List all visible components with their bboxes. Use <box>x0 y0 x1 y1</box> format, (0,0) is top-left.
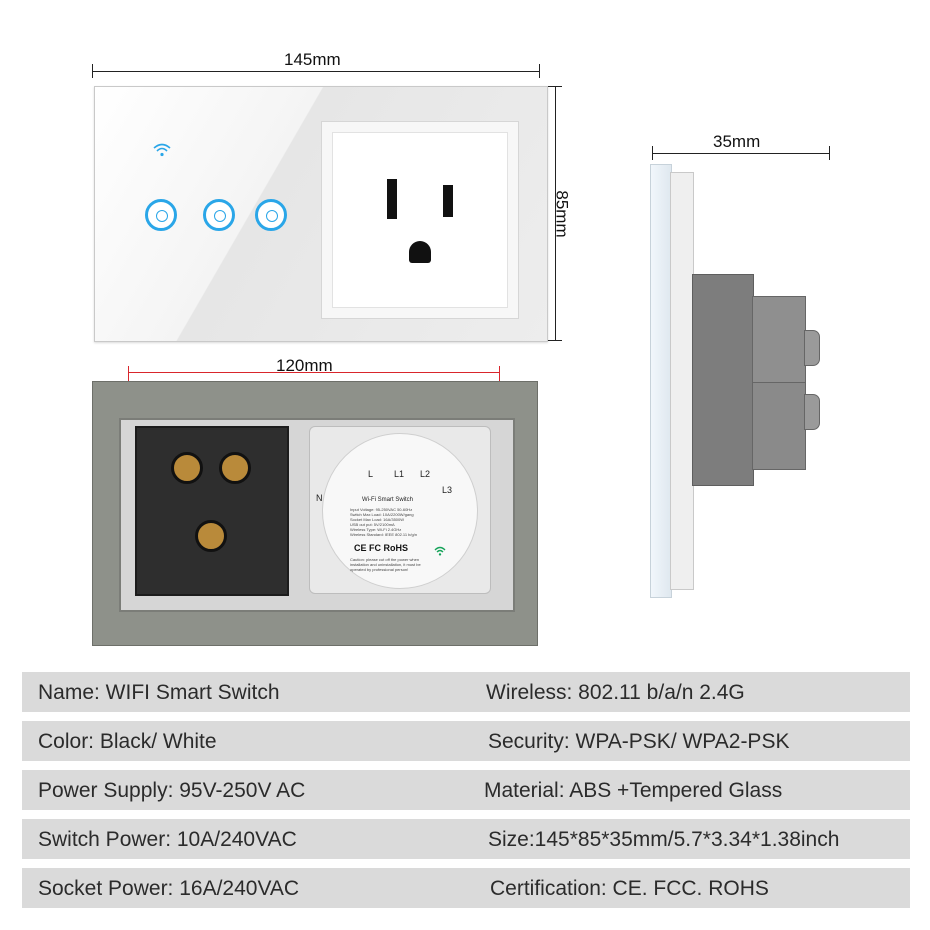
spec-switch-power: Switch Power: 10A/240VAC <box>38 828 297 851</box>
wifi-logo-icon <box>434 543 446 561</box>
spec-name: Name: WIFI Smart Switch <box>38 681 280 704</box>
back-width-label: 120mm <box>276 356 333 375</box>
dimension-tick <box>829 146 830 160</box>
side-knob-lower <box>804 394 820 430</box>
spec-color: Color: Black/ White <box>38 730 217 753</box>
front-glass-panel <box>94 86 548 342</box>
terminal-label-l: L <box>368 469 374 479</box>
spec-size: Size:145*85*35mm/5.7*3.34*1.38inch <box>488 828 840 851</box>
terminal-label-l2: L2 <box>420 469 431 479</box>
dimension-tick <box>548 340 562 341</box>
spec-row: Color: Black/ White Security: WPA-PSK/ W… <box>22 721 910 761</box>
front-height-dimension-line <box>555 86 556 340</box>
us-outlet-icon <box>332 132 508 308</box>
front-height-label: 85mm <box>552 190 572 238</box>
us-outlet <box>321 121 519 319</box>
spec-row: Socket Power: 16A/240VAC Certification: … <box>22 868 910 908</box>
touch-button-3[interactable] <box>255 199 287 231</box>
spec-material: Material: ABS +Tempered Glass <box>484 779 783 802</box>
dimension-tick <box>92 64 93 78</box>
side-body <box>692 274 754 486</box>
outlet-slot-right <box>443 185 453 217</box>
outlet-ground-hole <box>409 241 431 263</box>
terminal-label-l3: L3 <box>442 485 453 495</box>
side-glass <box>650 164 672 598</box>
spec-security: Security: WPA-PSK/ WPA2-PSK <box>488 730 790 753</box>
wifi-icon <box>153 143 171 162</box>
terminal-screw <box>195 520 227 552</box>
switch-label-disc <box>322 433 478 589</box>
spec-row: Name: WIFI Smart Switch Wireless: 802.11… <box>22 672 910 712</box>
spec-row: Power Supply: 95V-250V AC Material: ABS … <box>22 770 910 810</box>
outlet-slot-left <box>387 179 397 219</box>
side-depth-dimension-line <box>652 153 830 154</box>
spec-wireless: Wireless: 802.11 b/a/n 2.4G <box>486 681 745 704</box>
switch-label-specs: Input Voltage: 95-250VAC 50-60Hz Switch … <box>350 507 418 537</box>
spec-row: Switch Power: 10A/240VAC Size:145*85*35m… <box>22 819 910 859</box>
dimension-tick <box>548 86 562 87</box>
switch-module: N L L1 L2 L3 Wi-Fi Smart Switch Input Vo… <box>309 426 491 594</box>
terminal-screw <box>171 452 203 484</box>
side-terminal-block-lower <box>752 382 806 470</box>
terminal-label-n: N <box>316 493 323 503</box>
touch-button-1[interactable] <box>145 199 177 231</box>
caution-text: Caution: please cut off the power when i… <box>350 557 421 572</box>
side-knob-upper <box>804 330 820 366</box>
dimension-tick <box>539 64 540 78</box>
socket-module <box>135 426 289 596</box>
side-depth-label: 35mm <box>713 132 761 151</box>
front-width-label: 145mm <box>284 50 341 69</box>
terminal-screw <box>219 452 251 484</box>
back-inner-frame: N L L1 L2 L3 Wi-Fi Smart Switch Input Vo… <box>119 418 515 612</box>
spec-socket-power: Socket Power: 16A/240VAC <box>38 877 300 900</box>
back-width-dimension-line <box>128 372 500 373</box>
front-width-dimension-line <box>92 71 540 72</box>
cert-marks: CE FC RoHS <box>354 543 408 553</box>
side-plate <box>670 172 694 590</box>
terminal-label-l1: L1 <box>394 469 405 479</box>
dimension-tick <box>652 146 653 160</box>
switch-label-title: Wi-Fi Smart Switch <box>362 497 413 503</box>
touch-button-2[interactable] <box>203 199 235 231</box>
spec-certification: Certification: CE. FCC. ROHS <box>490 877 769 900</box>
back-panel: N L L1 L2 L3 Wi-Fi Smart Switch Input Vo… <box>92 381 538 646</box>
spec-power-supply: Power Supply: 95V-250V AC <box>38 779 306 802</box>
side-terminal-block-upper <box>752 296 806 384</box>
